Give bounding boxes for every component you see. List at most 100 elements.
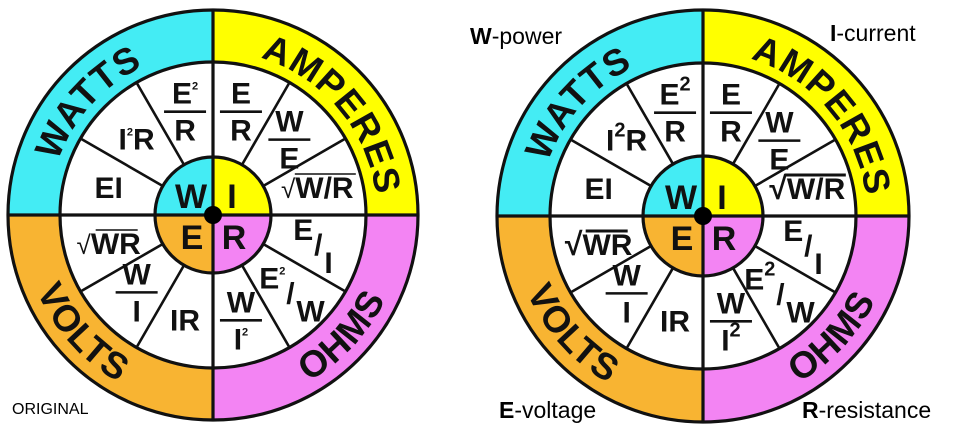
amperes-ring-segment xyxy=(703,10,909,216)
spoke-line xyxy=(79,242,164,293)
formula-volts-3: √WR xyxy=(565,226,633,262)
center-letter-i: I xyxy=(717,179,726,217)
slash-numerator: E xyxy=(783,215,803,248)
fraction-denominator: R xyxy=(174,115,196,148)
spoke-line xyxy=(731,267,781,350)
fraction-numerator-base: W xyxy=(765,107,794,140)
fraction-denominator: R xyxy=(720,116,742,149)
fraction-numerator: E2 xyxy=(172,78,198,111)
amperes-ring-segment xyxy=(213,10,418,215)
fraction-numerator-superscript: 2 xyxy=(679,74,690,96)
formula-text: EI xyxy=(585,173,613,206)
fraction-denominator: I2 xyxy=(234,323,248,356)
center-letter-w: W xyxy=(175,178,208,216)
slash-numerator-base: E xyxy=(293,214,313,247)
fraction-denominator-base: E xyxy=(279,143,299,176)
ohms-ring-segment xyxy=(703,216,909,422)
formula-volts-1: IR xyxy=(170,304,200,337)
fraction-denominator: I xyxy=(622,296,630,329)
formula-text: IR xyxy=(660,305,690,338)
spoke-line xyxy=(79,137,164,188)
formula-watts-3: E2R xyxy=(654,74,697,149)
fraction-denominator: R xyxy=(664,116,686,149)
slash-numerator: E2 xyxy=(744,258,775,296)
fraction-denominator-base: I xyxy=(234,323,242,356)
fraction-numerator-superscript: 2 xyxy=(192,81,198,93)
slash-numerator-superscript: 2 xyxy=(279,265,285,277)
legend-power-symbol: W xyxy=(470,23,492,49)
spoke-line xyxy=(240,81,291,166)
fraction-denominator-base: R xyxy=(664,116,686,149)
formula-volts-2: WI xyxy=(605,259,648,329)
formula-ohms-2: E2/W xyxy=(259,262,325,328)
radicand: W/R xyxy=(787,173,846,206)
radicand: WR xyxy=(582,229,632,262)
slash-denominator: I xyxy=(324,247,332,280)
formula-text: IR xyxy=(170,304,200,337)
fraction-numerator-base: W xyxy=(122,258,151,291)
fraction-numerator: E xyxy=(231,78,251,111)
watts-formula-band xyxy=(550,63,703,216)
fraction-denominator: I xyxy=(132,295,140,328)
slash-numerator-base: E xyxy=(783,215,803,248)
sqrt-expression: √WR xyxy=(565,226,633,262)
formula-watts-1: EI xyxy=(95,172,123,205)
slash-denominator: I xyxy=(814,248,822,281)
fraction-numerator-base: W xyxy=(227,286,256,319)
formula-ohms-3: WI2 xyxy=(219,286,262,356)
sqrt-expression: √W/R xyxy=(769,170,845,206)
legend-resistance-text: -resistance xyxy=(819,397,931,423)
spoke-line xyxy=(135,81,186,166)
ohms-center-segment xyxy=(703,216,763,276)
fraction-numerator: W xyxy=(765,107,794,140)
slash-denominator: W xyxy=(786,296,815,329)
spoke-line xyxy=(262,137,347,188)
formula-superscript: 2 xyxy=(614,120,625,142)
volts-ring-segment xyxy=(497,216,703,422)
fraction-denominator-superscript: 2 xyxy=(242,326,248,338)
formula-volts-2: WI xyxy=(115,258,158,328)
ohms-formula-band xyxy=(213,215,366,368)
center-dot xyxy=(694,207,712,225)
formula-amperes-3: √W/R xyxy=(769,170,846,206)
radical-sign: √ xyxy=(769,170,787,206)
center-letter-w: W xyxy=(665,179,698,217)
legend-power-text: -power xyxy=(492,23,563,49)
ohms-ring-segment xyxy=(213,215,418,420)
slash-denominator: W xyxy=(296,295,325,328)
spoke-line xyxy=(731,82,781,165)
slash-numerator: E2 xyxy=(259,262,285,295)
fraction-numerator: E2 xyxy=(659,74,690,112)
fraction-denominator-base: E xyxy=(769,144,789,177)
watts-center-segment xyxy=(643,156,703,216)
slash-numerator-superscript: 2 xyxy=(764,258,775,280)
formula-term: IR xyxy=(170,304,200,337)
formula-text: EI xyxy=(95,172,123,205)
formula-term: I xyxy=(119,124,127,157)
formula-amperes-2: WE xyxy=(758,107,801,177)
watts-formula-band xyxy=(60,62,213,215)
formula-term: R xyxy=(133,124,155,157)
formula-text: I2R xyxy=(119,124,155,157)
fraction-numerator: W xyxy=(717,287,746,320)
fraction-numerator: W xyxy=(275,106,304,139)
fraction-numerator: E xyxy=(721,79,741,112)
formula-term: EI xyxy=(95,172,123,205)
slash-denominator-base: W xyxy=(786,296,815,329)
formula-ohms-1: E/I xyxy=(293,214,332,280)
radical-sign: √ xyxy=(77,230,92,260)
fraction-denominator: I2 xyxy=(721,319,740,357)
legend-voltage-symbol: E xyxy=(499,397,514,423)
legend-current-symbol: I xyxy=(830,20,836,46)
slash-denominator-base: I xyxy=(324,247,332,280)
slash-symbol: / xyxy=(286,277,295,310)
legend-resistance: R-resistance xyxy=(802,397,931,423)
radicand: W/R xyxy=(295,172,354,205)
center-letter-e: E xyxy=(671,220,694,258)
fraction-numerator-base: E xyxy=(721,79,741,112)
formula-ohms-1: E/I xyxy=(783,215,822,281)
amperes-center-segment xyxy=(703,156,763,216)
fraction-denominator-base: R xyxy=(230,115,252,148)
spoke-line xyxy=(262,242,347,293)
